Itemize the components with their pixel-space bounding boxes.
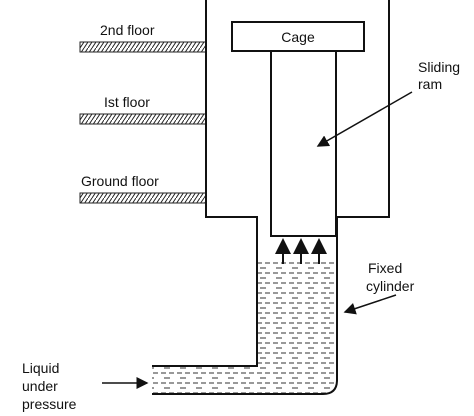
label-ground-floor: Ground floor <box>81 173 159 189</box>
sliding-ram <box>270 50 337 237</box>
label-liquid: Liquid <box>22 360 59 376</box>
floor-slab-2nd <box>79 41 207 53</box>
label-sliding: Sliding <box>418 59 460 75</box>
floor-slab-1st <box>79 113 207 125</box>
label-1st-floor: Ist floor <box>104 94 150 110</box>
ram-leader-arrow <box>316 91 413 147</box>
label-cylinder: cylinder <box>366 278 415 294</box>
cage-box <box>231 21 365 52</box>
label-under: under <box>22 378 58 394</box>
label-ram: ram <box>418 76 442 92</box>
label-cage: Cage <box>281 29 315 45</box>
label-2nd-floor: 2nd floor <box>100 22 155 38</box>
label-fixed: Fixed <box>368 260 402 276</box>
lift-shaft-outline <box>152 0 258 367</box>
label-pressure: pressure <box>22 396 77 412</box>
liquid-fill <box>152 260 337 394</box>
cylinder-leader-arrow <box>343 294 397 315</box>
lift-shaft-outline-right <box>152 0 390 395</box>
floor-slab-ground <box>79 192 207 204</box>
